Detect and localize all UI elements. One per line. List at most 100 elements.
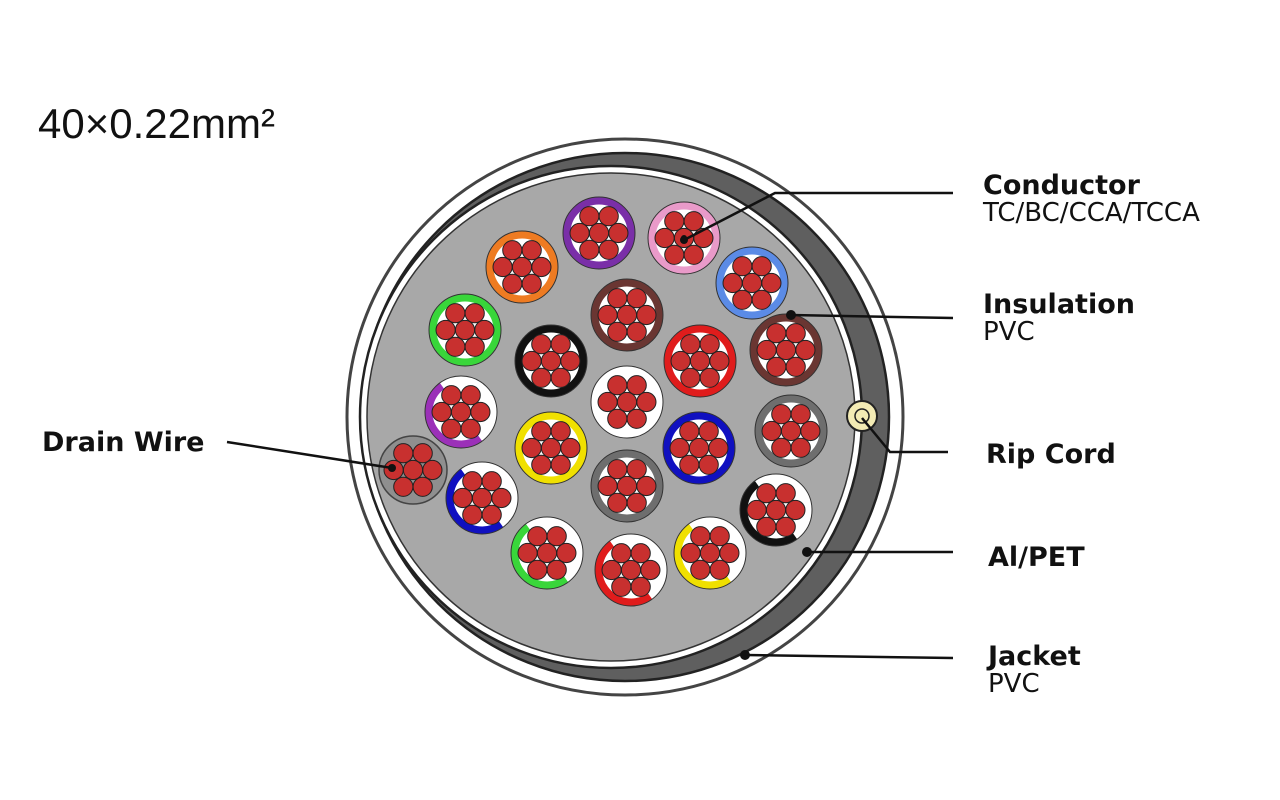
conductor-strand bbox=[680, 542, 701, 564]
conductor-strand bbox=[481, 471, 502, 492]
conductor-strand bbox=[441, 418, 462, 439]
rip-cord-fiber bbox=[846, 400, 878, 432]
conductor-strand bbox=[393, 476, 414, 497]
core-color-stripe bbox=[740, 480, 798, 546]
core-outline bbox=[749, 313, 823, 387]
conductor-strand bbox=[607, 492, 628, 513]
conductor-strand bbox=[531, 334, 552, 355]
core-outline bbox=[647, 201, 721, 275]
callout-drain-wire: Drain Wire bbox=[42, 429, 205, 457]
core-outline bbox=[673, 516, 747, 590]
core-outline bbox=[428, 293, 502, 367]
core-outline bbox=[562, 196, 636, 270]
core-outline bbox=[590, 449, 664, 523]
label-jacket: Jacket bbox=[988, 641, 1081, 672]
dot-jacket bbox=[740, 650, 750, 660]
conductor-strand bbox=[626, 375, 647, 396]
conductor-strand bbox=[491, 487, 512, 509]
conductor-strand bbox=[636, 475, 657, 497]
conductor-strand bbox=[709, 350, 730, 372]
leader-drain-wire bbox=[226, 440, 393, 470]
conductor-strand bbox=[741, 272, 763, 294]
conductor-strand bbox=[492, 256, 513, 278]
conductor-strand bbox=[441, 385, 462, 406]
conductor-strand bbox=[654, 227, 675, 249]
conductor-strand bbox=[527, 526, 548, 547]
conductor-strand bbox=[462, 504, 483, 525]
insulated-cores bbox=[424, 196, 828, 607]
conductor-strand bbox=[751, 256, 772, 277]
core-color-stripe bbox=[595, 540, 653, 606]
conductor-strand bbox=[732, 289, 753, 310]
core-color-stripe bbox=[511, 523, 569, 589]
conductor-strand bbox=[790, 437, 811, 458]
conductor-strand bbox=[540, 437, 562, 459]
conductor-strand bbox=[626, 408, 647, 429]
conductor-strand bbox=[607, 375, 628, 396]
conductor-strand bbox=[556, 542, 577, 564]
conductor-strand bbox=[761, 420, 782, 442]
insulated-core bbox=[485, 230, 559, 304]
conductor-strand bbox=[709, 559, 730, 580]
core-outline bbox=[663, 324, 737, 398]
conductor-strand bbox=[607, 321, 628, 342]
insulated-core bbox=[673, 516, 747, 590]
conductor-strand bbox=[569, 222, 590, 244]
dot-insulation bbox=[786, 310, 796, 320]
conductor-strand bbox=[597, 475, 618, 497]
core-outline bbox=[510, 516, 584, 590]
conductor-strand bbox=[607, 459, 628, 480]
conductor-strand bbox=[771, 437, 792, 458]
conductor-strand bbox=[460, 385, 481, 406]
core-outline bbox=[739, 473, 813, 547]
conductor-strand bbox=[611, 576, 632, 597]
conductor-strand bbox=[540, 350, 562, 372]
core-outline bbox=[594, 533, 668, 607]
conductor-strand bbox=[546, 559, 567, 580]
conductor-strand bbox=[445, 303, 466, 324]
conductor-strand bbox=[709, 526, 730, 547]
conductor-strand bbox=[719, 542, 740, 564]
sublabel-insulation: PVC bbox=[983, 317, 1035, 347]
label-conductor: Conductor bbox=[983, 170, 1140, 201]
conductor-strand bbox=[502, 273, 523, 294]
leader-rip-cord bbox=[861, 417, 948, 454]
conductor-strand bbox=[597, 304, 618, 326]
conductor-strand bbox=[626, 321, 647, 342]
conductor-strand bbox=[699, 334, 720, 355]
conductor-strand bbox=[785, 356, 806, 377]
insulated-core bbox=[424, 375, 498, 449]
conductor-strand bbox=[771, 404, 792, 425]
core-outline bbox=[485, 230, 559, 304]
conductor-strand bbox=[732, 256, 753, 277]
cable-spec-title: 40×0.22mm² bbox=[38, 100, 275, 147]
conductor-strand bbox=[688, 437, 710, 459]
conductor-strand bbox=[460, 418, 481, 439]
conductor-strand bbox=[422, 459, 443, 481]
label-insulation: Insulation bbox=[983, 289, 1135, 320]
conductor-strand bbox=[560, 437, 581, 459]
conductor-strand bbox=[664, 211, 685, 232]
conductor-strand bbox=[690, 526, 711, 547]
conductor-strand bbox=[800, 420, 821, 442]
conductor-strand bbox=[765, 499, 787, 521]
conductor-strand bbox=[683, 244, 704, 265]
label-drain-wire: Drain Wire bbox=[42, 427, 205, 458]
conductor-strand bbox=[521, 350, 542, 372]
insulated-core bbox=[749, 313, 823, 387]
conductor-strand bbox=[636, 391, 657, 413]
conductor-strand bbox=[785, 499, 806, 521]
conductor-strand bbox=[431, 401, 452, 423]
conductor-strand bbox=[616, 475, 638, 497]
leader-insulation bbox=[790, 313, 954, 320]
insulated-core bbox=[562, 196, 636, 270]
drain-wire bbox=[378, 435, 448, 505]
conductor-strand bbox=[746, 499, 767, 521]
core-outline bbox=[662, 411, 736, 485]
conductor-strand bbox=[766, 323, 787, 344]
insulated-core bbox=[514, 324, 588, 398]
conductor-strand bbox=[722, 272, 743, 294]
dot-drain-wire bbox=[388, 464, 396, 472]
label-rip-cord: Rip Cord bbox=[986, 439, 1116, 470]
conductor-strand bbox=[689, 350, 711, 372]
